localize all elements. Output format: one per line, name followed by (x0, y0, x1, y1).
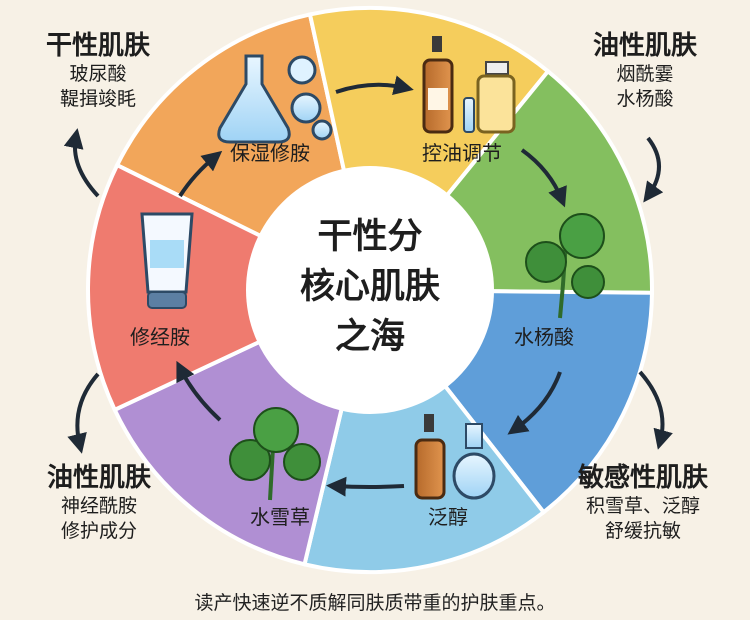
segment-label: 修经胺 (130, 325, 190, 349)
bottles-icon (414, 414, 496, 500)
outer-arrow (643, 136, 664, 203)
flow-arrow (520, 148, 567, 208)
flow-arrow (178, 150, 223, 198)
segment-label: 泛醇 (428, 505, 468, 529)
segment-label: 水雪草 (250, 505, 310, 529)
corner-line: 玻尿酸 (69, 63, 127, 85)
center-title-line-3: 之海 (335, 317, 405, 357)
outer-arrow (63, 128, 100, 198)
flow-arrow (326, 476, 405, 497)
corner-oily-skin-bottom: 油性肌肤 神经酰胺 修护成分 (14, 462, 184, 544)
segment-label: 控油调节 (422, 141, 502, 165)
segment-label: 水杨酸 (514, 325, 574, 349)
corner-line: 烟酰霎 (616, 63, 674, 85)
center-disc (246, 166, 494, 414)
center-title-line-1: 干性分 (317, 217, 422, 257)
center-title-line-2: 核心肌肤 (300, 267, 440, 307)
corner-oily-skin-top: 油性肌肤 烟酰霎 水杨酸 (560, 30, 730, 112)
herb-icon (229, 407, 321, 501)
outer-arrow (67, 372, 100, 454)
corner-line: 积雪草、泛醇 (585, 495, 700, 517)
corner-line: 水杨酸 (616, 88, 674, 110)
flow-arrow (507, 371, 562, 435)
flask-bubbles-icon (217, 54, 333, 144)
corner-line: 修护成分 (60, 520, 137, 542)
herb-icon (525, 213, 605, 319)
corner-line: 神经酰胺 (60, 495, 137, 517)
bottles-icon (422, 36, 516, 134)
corner-sensitive-skin: 敏感性肌肤 积雪草、泛醇 舒缓抗敏 (548, 462, 738, 544)
corner-title: 干性肌肤 (45, 31, 150, 61)
footer-caption: 读产快速逆不质解同肤质带重的护肤重点。 (194, 592, 556, 614)
corner-title: 油性肌肤 (592, 31, 697, 61)
flow-arrow (335, 75, 414, 95)
corner-dry-skin: 干性肌肤 玻尿酸 鞮揖竣眊 (18, 30, 178, 112)
flow-arrow (176, 360, 222, 422)
corner-title: 油性肌肤 (46, 463, 151, 493)
outer-arrow (638, 370, 673, 450)
corner-title: 敏感性肌肤 (577, 463, 708, 493)
cream-tube-icon (140, 212, 194, 309)
segment-label: 保湿修胺 (230, 141, 310, 165)
corner-line: 舒缓抗敏 (604, 520, 681, 542)
corner-line: 鞮揖竣眊 (59, 88, 136, 110)
